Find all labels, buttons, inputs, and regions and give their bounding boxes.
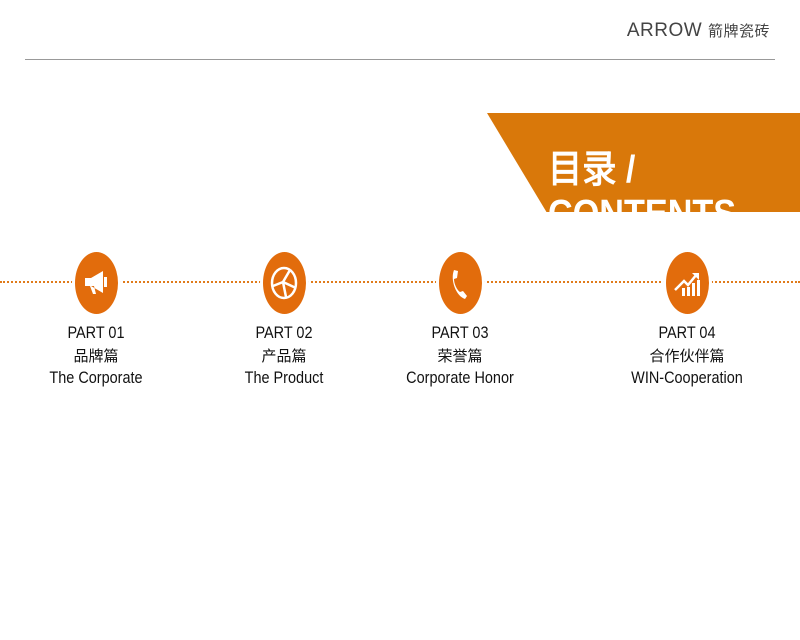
header-divider — [25, 59, 775, 60]
growth-chart-icon — [662, 249, 712, 317]
contents-banner — [487, 113, 800, 212]
part-title-cn: 产品篇 — [261, 348, 307, 365]
part-title-en: Corporate Honor — [406, 368, 514, 387]
part-label: PART 03 — [431, 323, 489, 342]
part-title-cn: 合作伙伴篇 — [649, 348, 725, 365]
brand-logo: ARROW 箭牌瓷砖 — [627, 20, 770, 42]
part-label: PART 02 — [255, 323, 313, 342]
part-03[interactable]: PART 03 荣誉篇 Corporate Honor — [370, 249, 550, 388]
part-title-en: The Product — [244, 368, 324, 387]
megaphone-icon — [71, 249, 121, 317]
part-02[interactable]: PART 02 产品篇 The Product — [194, 249, 374, 388]
part-label: PART 04 — [658, 323, 716, 342]
part-title-cn: 荣誉篇 — [437, 348, 483, 365]
part-01[interactable]: PART 01 品牌篇 The Corporate — [6, 249, 186, 388]
phone-icon — [435, 249, 485, 317]
part-04[interactable]: PART 04 合作伙伴篇 WIN-Cooperation — [597, 249, 777, 388]
network-icon — [259, 249, 309, 317]
brand-cn: 箭牌瓷砖 — [707, 23, 770, 40]
part-title-en: The Corporate — [49, 368, 143, 387]
timeline-dotted-line — [0, 281, 800, 283]
part-label: PART 01 — [67, 323, 125, 342]
part-title-cn: 品牌篇 — [73, 348, 119, 365]
part-title-en: WIN-Cooperation — [631, 368, 743, 387]
contents-title: 目录 / CONTENTS — [548, 149, 737, 235]
brand-en: ARROW — [626, 20, 703, 41]
